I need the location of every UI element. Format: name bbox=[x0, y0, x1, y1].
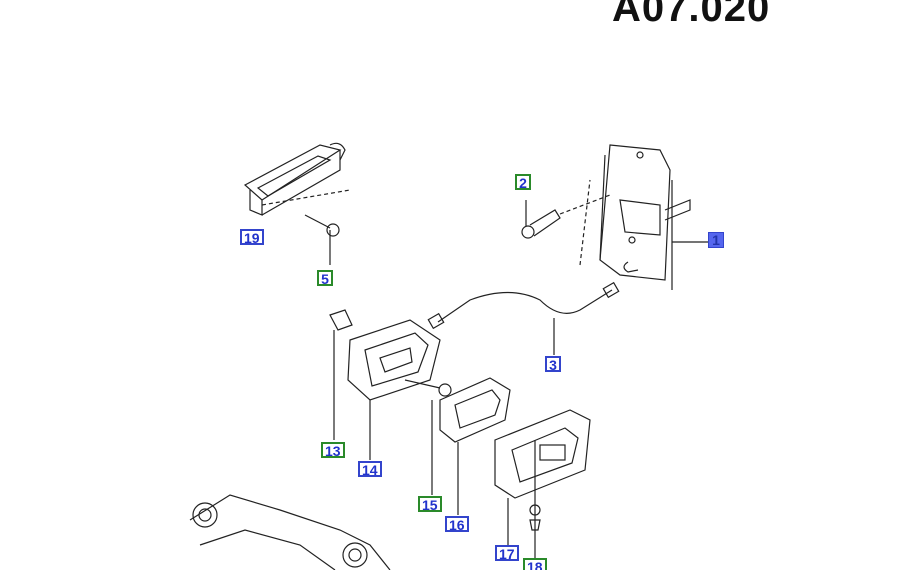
part-5-screw bbox=[304, 214, 340, 265]
part-19-outer-handle bbox=[243, 142, 351, 216]
callout-15[interactable]: 15 bbox=[418, 496, 442, 512]
part-17-trim-plate bbox=[494, 409, 591, 545]
callout-17[interactable]: 17 bbox=[495, 545, 519, 561]
callout-5[interactable]: 5 bbox=[317, 270, 333, 286]
callout-16[interactable]: 16 bbox=[445, 516, 469, 532]
part-15-screw bbox=[404, 379, 452, 495]
callout-3[interactable]: 3 bbox=[545, 356, 561, 372]
part-16-bezel bbox=[439, 377, 511, 515]
part-13-clip bbox=[329, 309, 353, 440]
callout-19[interactable]: 19 bbox=[240, 229, 264, 245]
remote-link-bracket bbox=[189, 494, 391, 570]
callout-18[interactable]: 18 bbox=[523, 558, 547, 570]
callout-14[interactable]: 14 bbox=[358, 461, 382, 477]
callout-13[interactable]: 13 bbox=[321, 442, 345, 458]
diagram-title: A07.020 bbox=[612, 0, 771, 30]
part-2-screw bbox=[521, 194, 611, 239]
part-3-control-rod bbox=[427, 281, 620, 355]
part-1-door-latch bbox=[579, 144, 708, 290]
part-18-screw bbox=[529, 440, 541, 560]
callout-2[interactable]: 2 bbox=[515, 174, 531, 190]
part-14-handle-housing bbox=[347, 319, 441, 460]
callout-1[interactable]: 1 bbox=[708, 232, 724, 248]
